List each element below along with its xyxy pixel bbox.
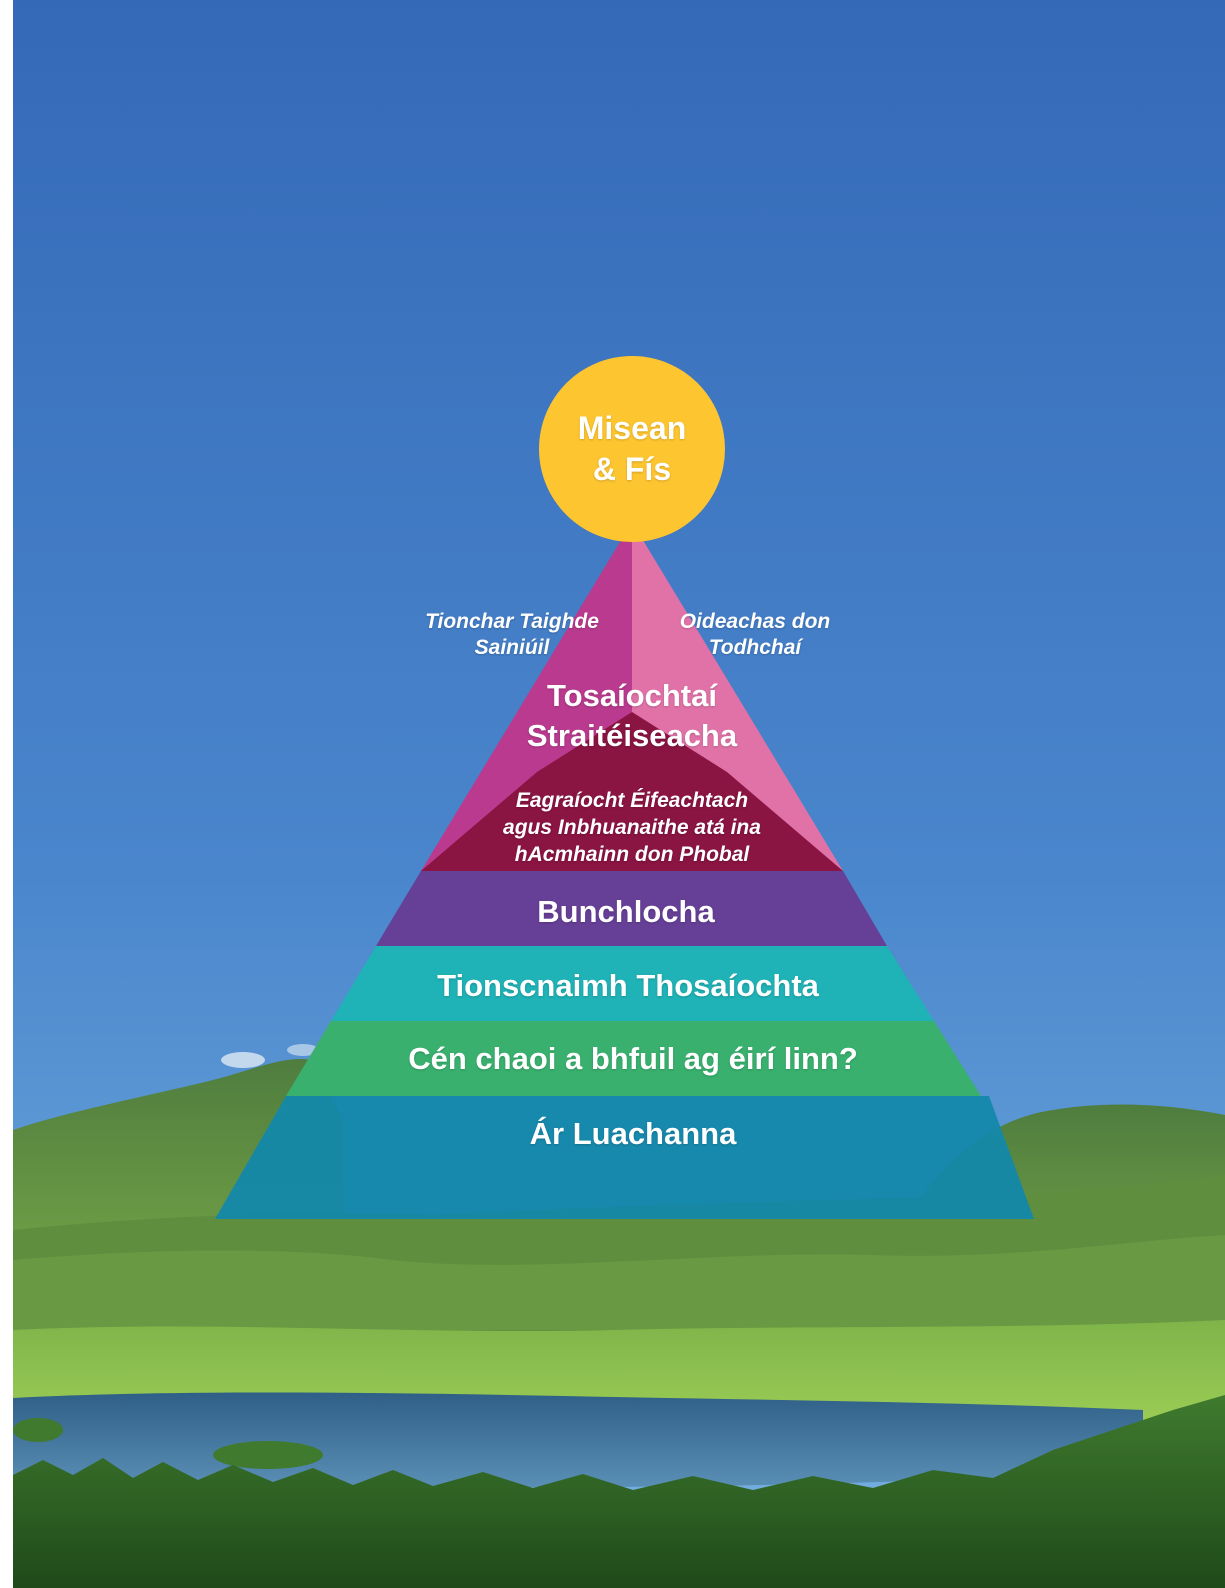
band-priority-projects-label: Tionscnaimh Thosaíochta <box>437 968 819 1003</box>
island <box>13 1418 63 1442</box>
inner-triangle-top <box>537 712 727 772</box>
inner-triangle-label: Eagraíocht Éifeachtach agus Inbhuanaithe… <box>462 787 802 868</box>
mission-circle <box>539 356 725 542</box>
band-how-are-we-doing <box>286 1021 981 1096</box>
pillar-right-line-1: Oideachas don <box>679 610 831 633</box>
strategic-priorities-line-1: Tosaíochtaí <box>547 678 717 713</box>
strategic-priorities-label: Tosaíochtaí Straitéiseacha <box>472 676 792 756</box>
inner-line-1: Eagraíocht Éifeachtach <box>515 789 749 812</box>
cloud <box>287 1044 319 1056</box>
band-values-label: Ár Luachanna <box>529 1116 737 1151</box>
inner-line-2: agus Inbhuanaithe atá ina <box>503 816 761 839</box>
band-foundations-label: Bunchlocha <box>537 894 715 929</box>
band-foundations <box>376 871 887 946</box>
inner-triangle <box>421 772 843 871</box>
mission-line-1: Misean <box>577 410 687 446</box>
band-how-are-we-doing-label: Cén chaoi a bhfuil ag éirí linn? <box>408 1041 858 1076</box>
forest <box>13 1395 1225 1588</box>
pillar-right-line-2: Todhchaí <box>708 636 802 659</box>
mission-line-2: & Fís <box>592 451 672 487</box>
strategic-priorities-line-2: Straitéiseacha <box>526 718 738 753</box>
inner-line-3: hAcmhainn don Phobal <box>514 843 750 866</box>
left-margin <box>0 0 13 1588</box>
pillar-right-label: Oideachas don Todhchaí <box>655 609 855 661</box>
pillar-left-label: Tionchar Taighde Sainiúil <box>407 609 617 661</box>
cloud <box>221 1052 265 1068</box>
hill-texture <box>13 1235 1225 1330</box>
band-values <box>215 1096 1034 1219</box>
island <box>213 1441 323 1469</box>
mission-vision-label: Misean & Fís <box>552 408 712 490</box>
pillar-left-line-2: Sainiúil <box>474 636 550 659</box>
pillar-left-line-1: Tionchar Taighde <box>425 610 599 633</box>
band-priority-projects <box>331 946 934 1021</box>
